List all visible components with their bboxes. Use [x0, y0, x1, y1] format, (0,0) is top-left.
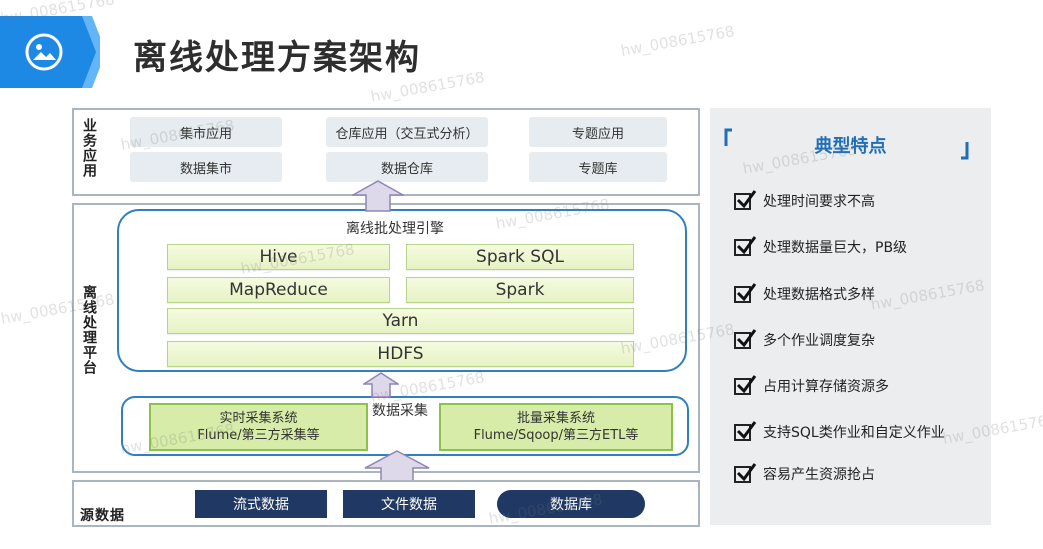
app-box-topic-app: 专题应用: [529, 117, 667, 147]
watermark: hw_008615768: [619, 22, 736, 60]
feature-item: 支持SQL类作业和自定义作业: [734, 420, 945, 442]
bracket-bottom-right-icon: [961, 142, 969, 160]
source-database: 数据库: [497, 490, 645, 518]
source-layer-label: 源数据: [80, 508, 125, 524]
store-box-data-warehouse: 数据仓库: [326, 152, 488, 182]
component-hive: Hive: [167, 244, 390, 270]
feature-item: 处理时间要求不高: [734, 189, 875, 211]
app-box-warehouse-app: 仓库应用（交互式分析）: [326, 117, 488, 147]
feature-text: 容易产生资源抢占: [763, 467, 875, 483]
feature-text: 多个作业调度复杂: [763, 333, 875, 349]
feature-text: 支持SQL类作业和自定义作业: [763, 425, 945, 441]
up-arrow-collection-to-engine: [363, 372, 399, 398]
page-title: 离线处理方案架构: [133, 38, 421, 78]
features-panel: 典型特点 处理时间要求不高 处理数据量巨大，PB级 处理数据格式多样 多个作业调…: [710, 108, 991, 525]
feature-text: 占用计算存储资源多: [763, 379, 889, 395]
feature-item: 多个作业调度复杂: [734, 328, 875, 350]
source-file-data: 文件数据: [343, 490, 475, 518]
store-box-data-mart: 数据集市: [130, 152, 282, 182]
feature-item: 处理数据量巨大，PB级: [734, 235, 908, 257]
component-mapreduce: MapReduce: [167, 277, 390, 303]
realtime-collection-name: 实时采集系统: [219, 411, 298, 426]
checkbox-checked-icon: [734, 328, 757, 349]
component-hdfs: HDFS: [167, 341, 634, 367]
feature-text: 处理数据量巨大，PB级: [763, 240, 908, 256]
features-title: 典型特点: [814, 136, 887, 157]
checkbox-checked-icon: [734, 235, 757, 256]
store-box-topic-db: 专题库: [529, 152, 667, 182]
bracket-top-left-icon: [724, 128, 732, 146]
component-yarn: Yarn: [167, 308, 634, 334]
feature-item: 处理数据格式多样: [734, 282, 875, 304]
feature-text: 处理数据格式多样: [763, 287, 875, 303]
realtime-collection-box: 实时采集系统 Flume/第三方采集等: [149, 403, 368, 451]
batch-collection-box: 批量采集系统 Flume/Sqoop/第三方ETL等: [439, 403, 673, 451]
component-spark: Spark: [406, 277, 634, 303]
batch-collection-name: 批量采集系统: [516, 411, 595, 426]
realtime-collection-tools: Flume/第三方采集等: [197, 428, 320, 443]
platform-layer-label: 离线处理平台: [81, 285, 97, 375]
batch-collection-tools: Flume/Sqoop/第三方ETL等: [473, 428, 639, 443]
data-collection-title: 数据采集: [372, 403, 428, 419]
up-arrow-engine-to-business: [352, 180, 404, 212]
source-streaming-data: 流式数据: [195, 490, 327, 518]
feature-item: 容易产生资源抢占: [734, 462, 875, 484]
feature-item: 占用计算存储资源多: [734, 374, 889, 396]
checkbox-checked-icon: [734, 282, 757, 303]
image-icon: [25, 33, 63, 71]
component-spark-sql: Spark SQL: [406, 244, 634, 270]
checkbox-checked-icon: [734, 462, 757, 483]
checkbox-checked-icon: [734, 374, 757, 395]
checkbox-checked-icon: [734, 420, 757, 441]
batch-engine-title: 离线批处理引擎: [346, 221, 444, 237]
feature-text: 处理时间要求不高: [763, 194, 875, 210]
app-box-mart-app: 集市应用: [130, 117, 282, 147]
business-layer-label: 业务应用: [81, 118, 97, 178]
header-banner: [0, 16, 100, 88]
checkbox-checked-icon: [734, 189, 757, 210]
